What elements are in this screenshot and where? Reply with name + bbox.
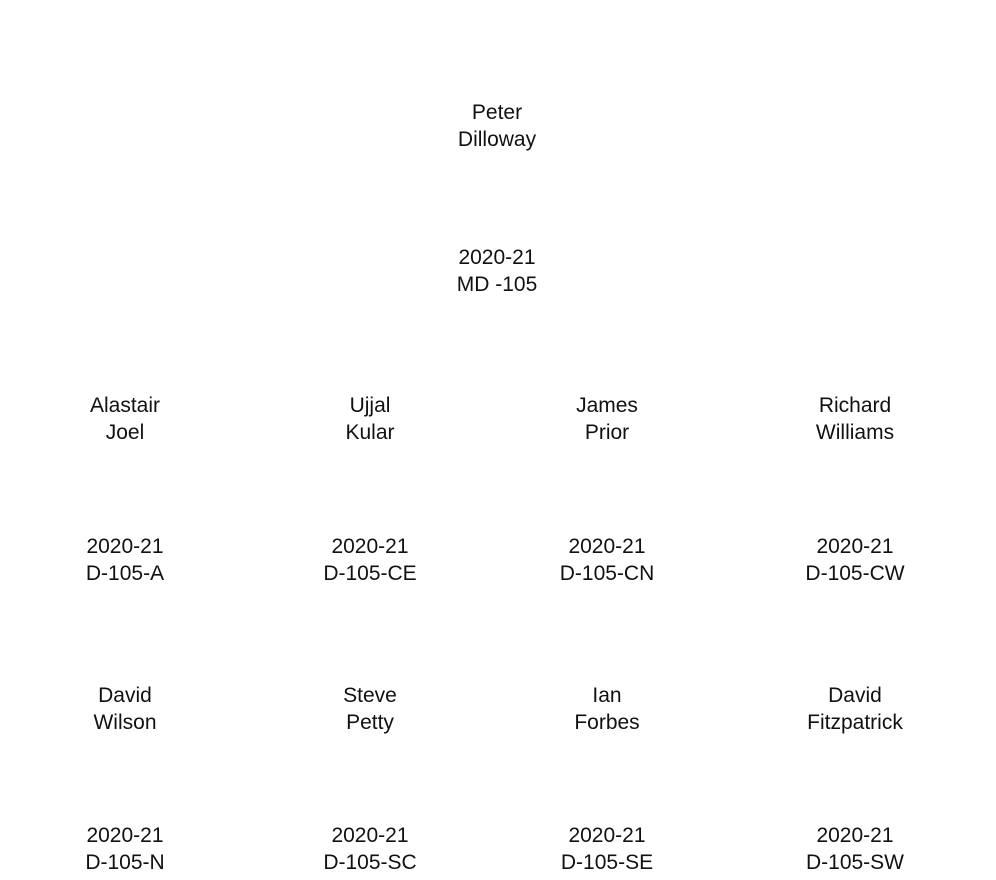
year: 2020-21: [458, 246, 536, 269]
name-line: Alastair: [89, 394, 161, 417]
code-line: 2020-21: [86, 535, 164, 558]
name-line: Kular: [345, 421, 395, 444]
code-line: 2020-21: [568, 824, 646, 847]
top-name: Peter Dilloway: [387, 99, 607, 153]
code-line: D-105-CE: [323, 562, 417, 585]
code-line: D-105-A: [85, 562, 165, 585]
code-line: 2020-21: [816, 824, 894, 847]
district-code: MD -105: [456, 273, 538, 296]
code-line: D-105-SW: [805, 851, 905, 874]
code-line: 2020-21: [816, 535, 894, 558]
last-name: Dilloway: [457, 128, 537, 151]
name-line: James: [576, 394, 638, 417]
name-line: David: [828, 684, 882, 707]
code-line: 2020-21: [331, 824, 409, 847]
code-line: 2020-21: [86, 824, 164, 847]
code-line: 2020-21: [568, 535, 646, 558]
name-line: Steve: [343, 684, 397, 707]
name-line: Petty: [346, 711, 394, 734]
code-line: 2020-21: [331, 535, 409, 558]
code-line: D-105-N: [85, 851, 165, 874]
first-name: Peter: [471, 101, 523, 124]
name-line: Wilson: [93, 711, 157, 734]
code-line: D-105-SC: [323, 851, 417, 874]
name-line: Prior: [584, 421, 630, 444]
name-line: Joel: [105, 421, 145, 444]
name-line: Ujjal: [349, 394, 391, 417]
name-line: Forbes: [574, 711, 640, 734]
code-line: D-105-SE: [560, 851, 654, 874]
name-line: Richard: [818, 394, 892, 417]
name-line: Williams: [815, 421, 895, 444]
top-code: 2020-21 MD -105: [387, 244, 607, 298]
code-line: D-105-CW: [805, 562, 905, 585]
name-line: David: [98, 684, 152, 707]
code-line: D-105-CN: [559, 562, 655, 585]
name-line: Ian: [592, 684, 622, 707]
name-line: Fitzpatrick: [807, 711, 903, 734]
